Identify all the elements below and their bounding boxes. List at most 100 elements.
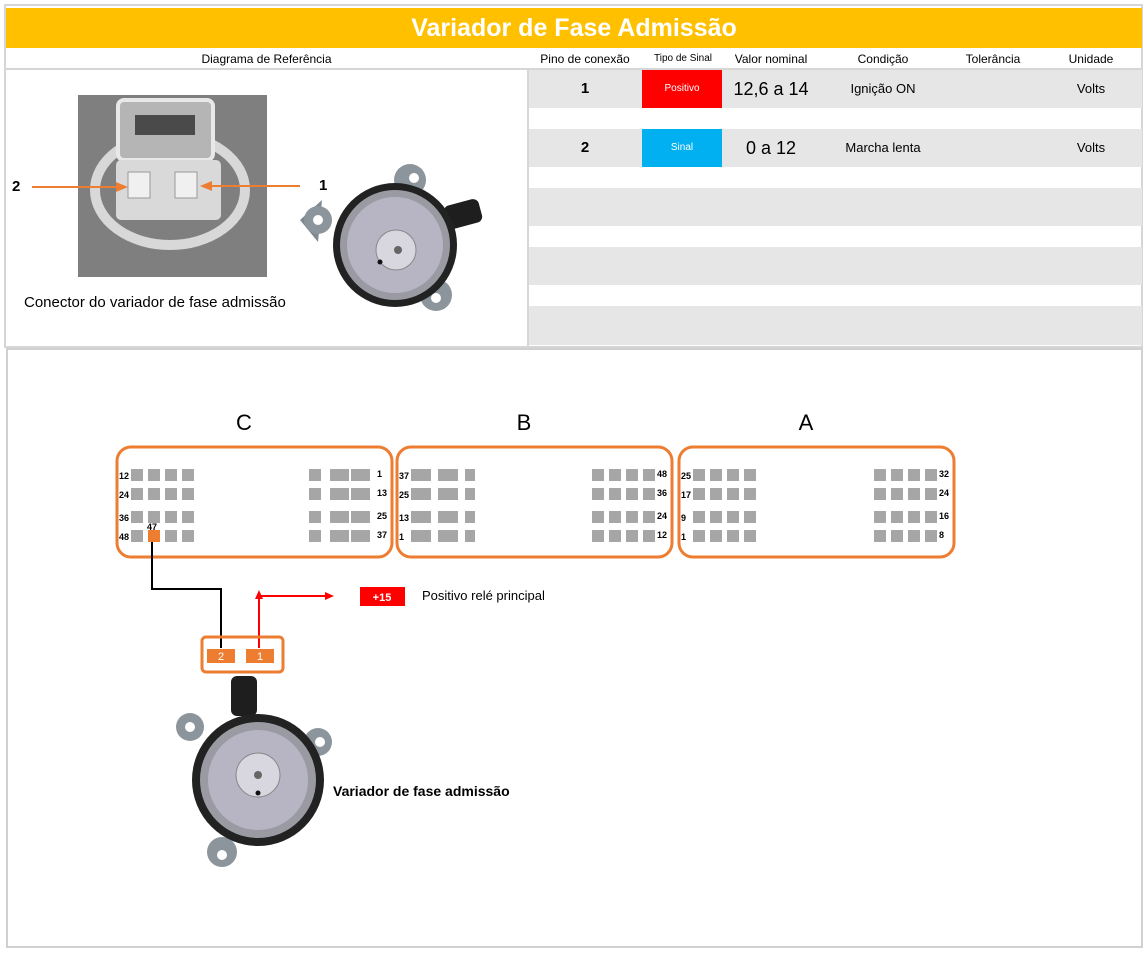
pin — [165, 511, 177, 523]
pin — [744, 488, 756, 500]
pin — [351, 511, 370, 523]
pin — [744, 530, 756, 542]
supply-label: +15 — [373, 592, 392, 604]
pin — [626, 469, 638, 481]
unit: Volts — [1076, 81, 1106, 96]
table-row-empty — [529, 306, 1142, 345]
pin-label: 37 — [399, 471, 409, 481]
pin — [891, 530, 903, 542]
supply-badge — [360, 587, 405, 606]
nominal-value: 0 a 12 — [745, 138, 797, 158]
component-connector — [200, 635, 285, 674]
pin — [643, 530, 655, 542]
pin — [609, 511, 621, 523]
pin-label: 37 — [377, 530, 387, 540]
pin-label: 1 — [377, 469, 382, 479]
component-label: Variador de fase admissão — [333, 783, 510, 799]
col-tolerance: Tolerância — [965, 52, 1021, 66]
connector-label: C — [236, 410, 252, 435]
pin — [465, 488, 475, 500]
pin — [727, 488, 739, 500]
reference-diagram — [32, 95, 483, 311]
pin — [131, 530, 143, 542]
pin — [891, 488, 903, 500]
col-diagram: Diagrama de Referência — [201, 52, 332, 66]
plug-pin-label: 2 — [218, 651, 224, 663]
pin — [330, 530, 349, 542]
pin-number: 1 — [580, 80, 590, 97]
table-row: 1 Positivo 12,6 a 14 Ignição ON Volts — [529, 70, 1142, 108]
pin — [351, 469, 370, 481]
pin — [465, 511, 475, 523]
pin — [165, 488, 177, 500]
pin — [727, 469, 739, 481]
signal-type-badge: Sinal — [642, 129, 722, 167]
pin — [609, 469, 621, 481]
pin — [643, 469, 655, 481]
pin — [309, 488, 321, 500]
pin — [592, 530, 604, 542]
supply-description: Positivo relé principal — [422, 588, 545, 603]
pin — [925, 488, 937, 500]
pin — [165, 530, 177, 542]
pin — [165, 469, 177, 481]
pin — [351, 530, 370, 542]
nominal-value: 12,6 a 14 — [733, 79, 809, 99]
pin2-label: 2 — [12, 178, 21, 195]
pin-number: 2 — [580, 139, 590, 156]
divider — [527, 70, 529, 346]
pin — [693, 530, 705, 542]
reference-caption: Conector do variador de fase admissão — [24, 294, 286, 311]
pin-label-highlight: 47 — [147, 522, 157, 532]
pin — [643, 488, 655, 500]
pin — [609, 488, 621, 500]
pin-label: 16 — [939, 511, 949, 521]
pin — [465, 530, 475, 542]
pin — [182, 469, 194, 481]
page-title: Variador de Fase Admissão — [6, 8, 1142, 48]
pin-label: 17 — [681, 490, 691, 500]
pin — [710, 469, 722, 481]
condition: Marcha lenta — [845, 140, 921, 155]
pin-label: 9 — [681, 513, 686, 523]
pin — [908, 511, 920, 523]
pin — [411, 488, 431, 500]
col-nominal: Valor nominal — [734, 52, 808, 66]
pin — [874, 469, 886, 481]
pin — [592, 511, 604, 523]
pin-label: 1 — [681, 532, 686, 542]
ecu-connector-A — [677, 445, 956, 559]
pin1-label: 1 — [319, 177, 328, 194]
pin-label: 8 — [939, 530, 944, 540]
pin — [182, 488, 194, 500]
pin — [182, 530, 194, 542]
pin — [351, 488, 370, 500]
pin — [626, 511, 638, 523]
table-row-empty — [529, 247, 1142, 285]
pin — [309, 530, 321, 542]
pin — [592, 488, 604, 500]
pin — [148, 469, 160, 481]
pin-label: 25 — [377, 511, 387, 521]
solenoid-image — [185, 722, 195, 732]
plug-pin — [207, 649, 235, 663]
pin — [411, 469, 431, 481]
positive-wire — [258, 595, 328, 648]
pin-highlight — [148, 530, 160, 542]
pin — [309, 511, 321, 523]
col-signal-type: Tipo de Sinal — [654, 53, 712, 64]
pin — [710, 530, 722, 542]
plug-pin — [246, 649, 274, 663]
col-condition: Condição — [857, 52, 909, 66]
pin — [438, 488, 458, 500]
pin-label: 1 — [399, 532, 404, 542]
pin — [438, 530, 458, 542]
pin — [626, 488, 638, 500]
pin-label: 25 — [399, 490, 409, 500]
table-row-empty — [529, 188, 1142, 226]
pin — [925, 530, 937, 542]
pin-label: 13 — [377, 488, 387, 498]
pin — [330, 488, 349, 500]
pin-label: 24 — [939, 488, 949, 498]
